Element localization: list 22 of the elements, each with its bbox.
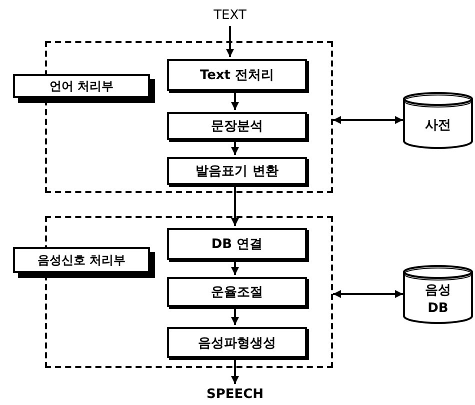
process-box <box>167 112 307 140</box>
node-label: DB 연결 <box>211 236 263 253</box>
arrow <box>333 290 403 298</box>
node-label: 언어 처리부 <box>49 78 114 94</box>
process-box <box>167 277 307 307</box>
node-label: 음성신호 처리부 <box>37 252 126 268</box>
node-label: 사전 <box>424 117 452 135</box>
flow-label: SPEECH <box>206 386 264 402</box>
node-label: 운율조절 <box>211 284 263 301</box>
node-label: 발음표기 변환 <box>196 163 278 180</box>
node-label: 음성파형생성 <box>198 334 276 352</box>
process-box <box>167 157 307 185</box>
arrow <box>226 26 234 57</box>
node-label: 음성 DB <box>424 282 452 318</box>
node-label: 문장분석 <box>211 118 263 135</box>
flow-label: TEXT <box>214 8 246 22</box>
process-box <box>167 59 307 91</box>
dashed-group-box <box>45 41 333 193</box>
process-box <box>167 228 307 260</box>
node-label: Text 전처리 <box>200 67 274 84</box>
process-box <box>167 327 307 358</box>
arrow <box>333 116 403 124</box>
